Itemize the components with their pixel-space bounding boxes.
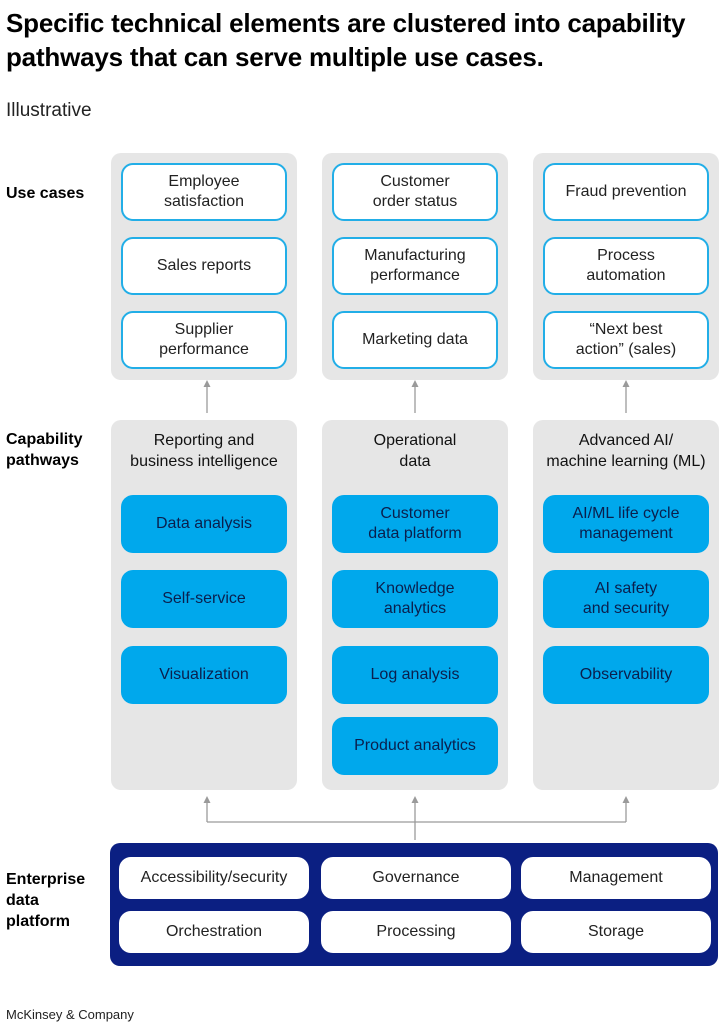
pathway-column-1: Reporting and business intelligence Data…: [111, 420, 297, 790]
arrow-head: [622, 796, 630, 803]
use-case-box: Supplier performance: [121, 311, 287, 369]
use-case-box: “Next best action” (sales): [543, 311, 709, 369]
arrow-head: [411, 796, 419, 803]
pathway-item: Log analysis: [332, 646, 498, 704]
use-case-box: Customer order status: [332, 163, 498, 221]
use-case-column-1: Employee satisfaction Sales reports Supp…: [111, 153, 297, 380]
pathway-column-2: Operational data Customer data platform …: [322, 420, 508, 790]
row-label-enterprise-data-platform: Enterprise data platform: [6, 871, 86, 930]
pathway-item: AI/ML life cycle management: [543, 495, 709, 553]
platform-box: Accessibility/security: [119, 857, 309, 899]
platform-box: Management: [521, 857, 711, 899]
platform-box: Orchestration: [119, 911, 309, 953]
row-label-capability-pathways: Capability pathways: [6, 431, 83, 469]
footer-credit: McKinsey & Company: [6, 1007, 134, 1022]
pathway-item: Customer data platform: [332, 495, 498, 553]
row-label-use-cases: Use cases: [6, 185, 85, 202]
pathway-item: Knowledge analytics: [332, 570, 498, 628]
arrow-head: [622, 380, 630, 387]
pathway-title: Operational data: [373, 432, 457, 470]
platform-box: Processing: [321, 911, 511, 953]
use-case-column-3: Fraud prevention Process automation “Nex…: [533, 153, 719, 380]
use-case-box: Sales reports: [121, 237, 287, 295]
pathway-item: Observability: [543, 646, 709, 704]
pathway-item: Data analysis: [121, 495, 287, 553]
chart-subtitle: Illustrative: [6, 100, 92, 121]
arrow-head: [203, 796, 211, 803]
pathway-item: Self-service: [121, 570, 287, 628]
use-case-box: Marketing data: [332, 311, 498, 369]
arrow-head: [203, 380, 211, 387]
pathway-item: Visualization: [121, 646, 287, 704]
pathway-title: Advanced AI/ machine learning (ML): [546, 432, 706, 470]
pathway-title: Reporting and business intelligence: [130, 432, 278, 470]
use-case-box: Manufacturing performance: [332, 237, 498, 295]
pathway-column-3: Advanced AI/ machine learning (ML) AI/ML…: [533, 420, 719, 790]
platform-box: Storage: [521, 911, 711, 953]
use-case-box: Process automation: [543, 237, 709, 295]
pathway-item: AI safety and security: [543, 570, 709, 628]
enterprise-data-platform: Accessibility/security Governance Manage…: [110, 843, 718, 966]
use-case-column-2: Customer order status Manufacturing perf…: [322, 153, 508, 380]
chart-title: Specific technical elements are clustere…: [6, 8, 686, 72]
pathway-item: Product analytics: [332, 717, 498, 775]
platform-box: Governance: [321, 857, 511, 899]
use-case-box: Fraud prevention: [543, 163, 709, 221]
arrow-head: [411, 380, 419, 387]
use-case-box: Employee satisfaction: [121, 163, 287, 221]
